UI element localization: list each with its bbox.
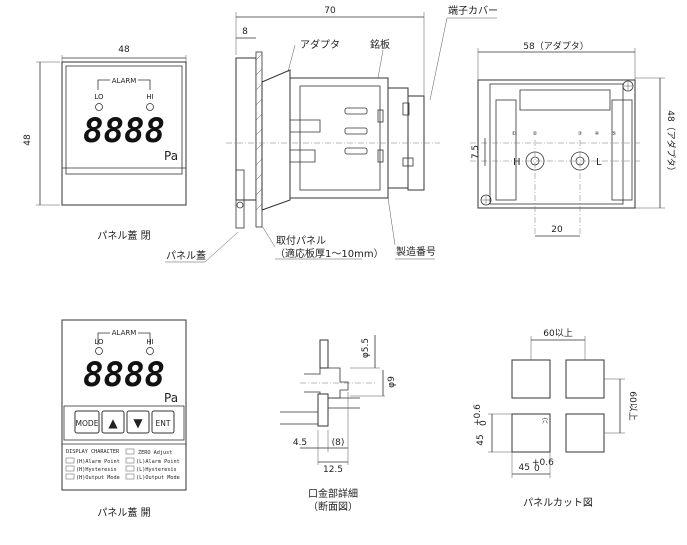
terminal-4: ④ (595, 131, 600, 137)
front-width-dim: 48 (118, 45, 130, 55)
hi-led-open-icon (146, 347, 154, 355)
legend-left-1: (H)Alarm Point (76, 459, 120, 465)
lo-led-open-icon (95, 347, 103, 355)
cutout-view: 穴 60以上 60以上 45 +0.6 0 45 +0.6 0 パネルカット図 (473, 328, 638, 509)
cutout-bottom-tol-lower: 0 (534, 464, 540, 474)
legend-right-title: ZERO Adjust (138, 450, 172, 456)
unit-label-open: Pa (164, 391, 178, 405)
lo-label-open: LO (94, 338, 104, 346)
fitting-d1-dim: φ5.5 (361, 338, 371, 358)
rear-width-dim: 58（アダプタ） (523, 40, 588, 52)
serial-label: 製造番号 (396, 245, 436, 258)
rear-port-dim: 20 (551, 225, 563, 235)
terminal-5: ⑤ (612, 131, 617, 137)
port-l-label: L (596, 157, 602, 168)
cutout-left-dim: 45 (476, 434, 486, 445)
front-window (65, 65, 183, 175)
down-arrow-icon: ▼ (133, 416, 143, 430)
up-button[interactable] (101, 410, 125, 434)
cutout-bottom-dim: 45 (519, 463, 530, 473)
front-height-dim: 48 (23, 134, 33, 146)
down-button[interactable] (126, 410, 150, 434)
legend-title: DISPLAY CHARACTER (66, 449, 120, 455)
cutout-left-tol-lower: 0 (479, 420, 489, 426)
hi-label: HI (146, 93, 153, 101)
side-total-dim: 70 (324, 6, 336, 16)
terminal-3: ③ (578, 131, 583, 137)
seven-seg-display: 8888 (83, 111, 165, 151)
seven-seg-display-open: 8888 (83, 355, 165, 395)
legend-right-1: (L)Alarm Point (136, 459, 180, 465)
front-caption: パネル蓋 閉 (97, 230, 150, 242)
terminal-cover-label: 端子カバー (448, 4, 498, 17)
unit-label: Pa (164, 149, 178, 163)
hole-label: 穴 (542, 417, 548, 425)
legend-left-2: (H)Hysteresis (76, 467, 117, 473)
ent-button-label: ENT (156, 419, 171, 428)
side-view: 70 8 (165, 4, 498, 263)
mounting-panel (255, 51, 263, 228)
mount-thickness-label: （適応板厚1～10mm） (275, 247, 384, 260)
panel-lid-label: パネル蓋 (166, 250, 206, 262)
mount-panel-label: 取付パネル (276, 234, 326, 247)
ent-button[interactable] (151, 410, 175, 434)
screw-icon (236, 201, 244, 209)
mode-button[interactable] (74, 410, 100, 434)
rear-offset-dim: 7.5 (471, 145, 481, 159)
front-open-caption: パネル蓋 開 (97, 507, 150, 519)
cutout-bottom-tol-upper: +0.6 (532, 458, 554, 468)
adapter-label: アダプタ (300, 38, 340, 51)
cutout-top-dim: 60以上 (543, 328, 572, 339)
fitting-caption-1: 口金部詳細 (308, 487, 358, 500)
alarm-label-open: ALARM (112, 329, 137, 337)
fitting-d2-dim: φ9 (387, 376, 397, 388)
legend-right-3: (L)Output Mode (136, 475, 180, 481)
rear-height-dim: 48（アダプタ） (665, 110, 677, 175)
alarm-label: ALARM (112, 77, 137, 85)
cutout-hole (511, 413, 551, 453)
nameplate-label: 銘板 (370, 38, 390, 51)
hi-label-open: HI (146, 338, 153, 346)
legend-right-2: (L)Hysteresis (136, 467, 177, 473)
lo-led-icon (95, 103, 103, 111)
fitting-a-dim: 4.5 (293, 438, 307, 448)
hi-led-icon (146, 103, 154, 111)
terminal-2: ② (533, 131, 538, 137)
rear-adapter (477, 79, 636, 209)
cutout-left-tol-upper: +0.6 (473, 404, 483, 426)
fitting-detail-view: φ5.5 φ9 4.5 (8) 12.5 口金部詳細 （断面図） (280, 335, 397, 513)
fitting-caption-2: （断面図） (308, 500, 358, 513)
front-panel-view: 48 48 ALARM LO HI 8888 Pa パネル蓋 閉 (23, 45, 187, 242)
fitting-c-dim: 12.5 (323, 465, 343, 475)
cutout-right-dim: 60以上 (627, 391, 638, 420)
port-h-label: H (513, 157, 521, 168)
rear-view: 58（アダプタ） 48（アダプタ） ① ② ③ ④ ⑤ H L 7.5 (470, 40, 677, 237)
lo-label: LO (94, 93, 104, 101)
fitting-b-dim: (8) (332, 438, 345, 448)
side-front-dim: 8 (242, 27, 248, 37)
cutout-caption: パネルカット図 (523, 497, 593, 509)
up-arrow-icon: ▲ (108, 416, 118, 430)
side-body (289, 77, 389, 199)
rear-screw-icon (622, 80, 634, 92)
mode-button-label: MODE (76, 419, 99, 428)
front-open-view: ALARM LO HI 8888 Pa MODE ▲ ▼ ENT DISPLAY… (61, 319, 187, 519)
legend-left-3: (H)Output Mode (76, 475, 120, 481)
front-bezel (61, 61, 187, 206)
front-open-bezel (61, 319, 187, 491)
terminal-1: ① (512, 131, 517, 137)
